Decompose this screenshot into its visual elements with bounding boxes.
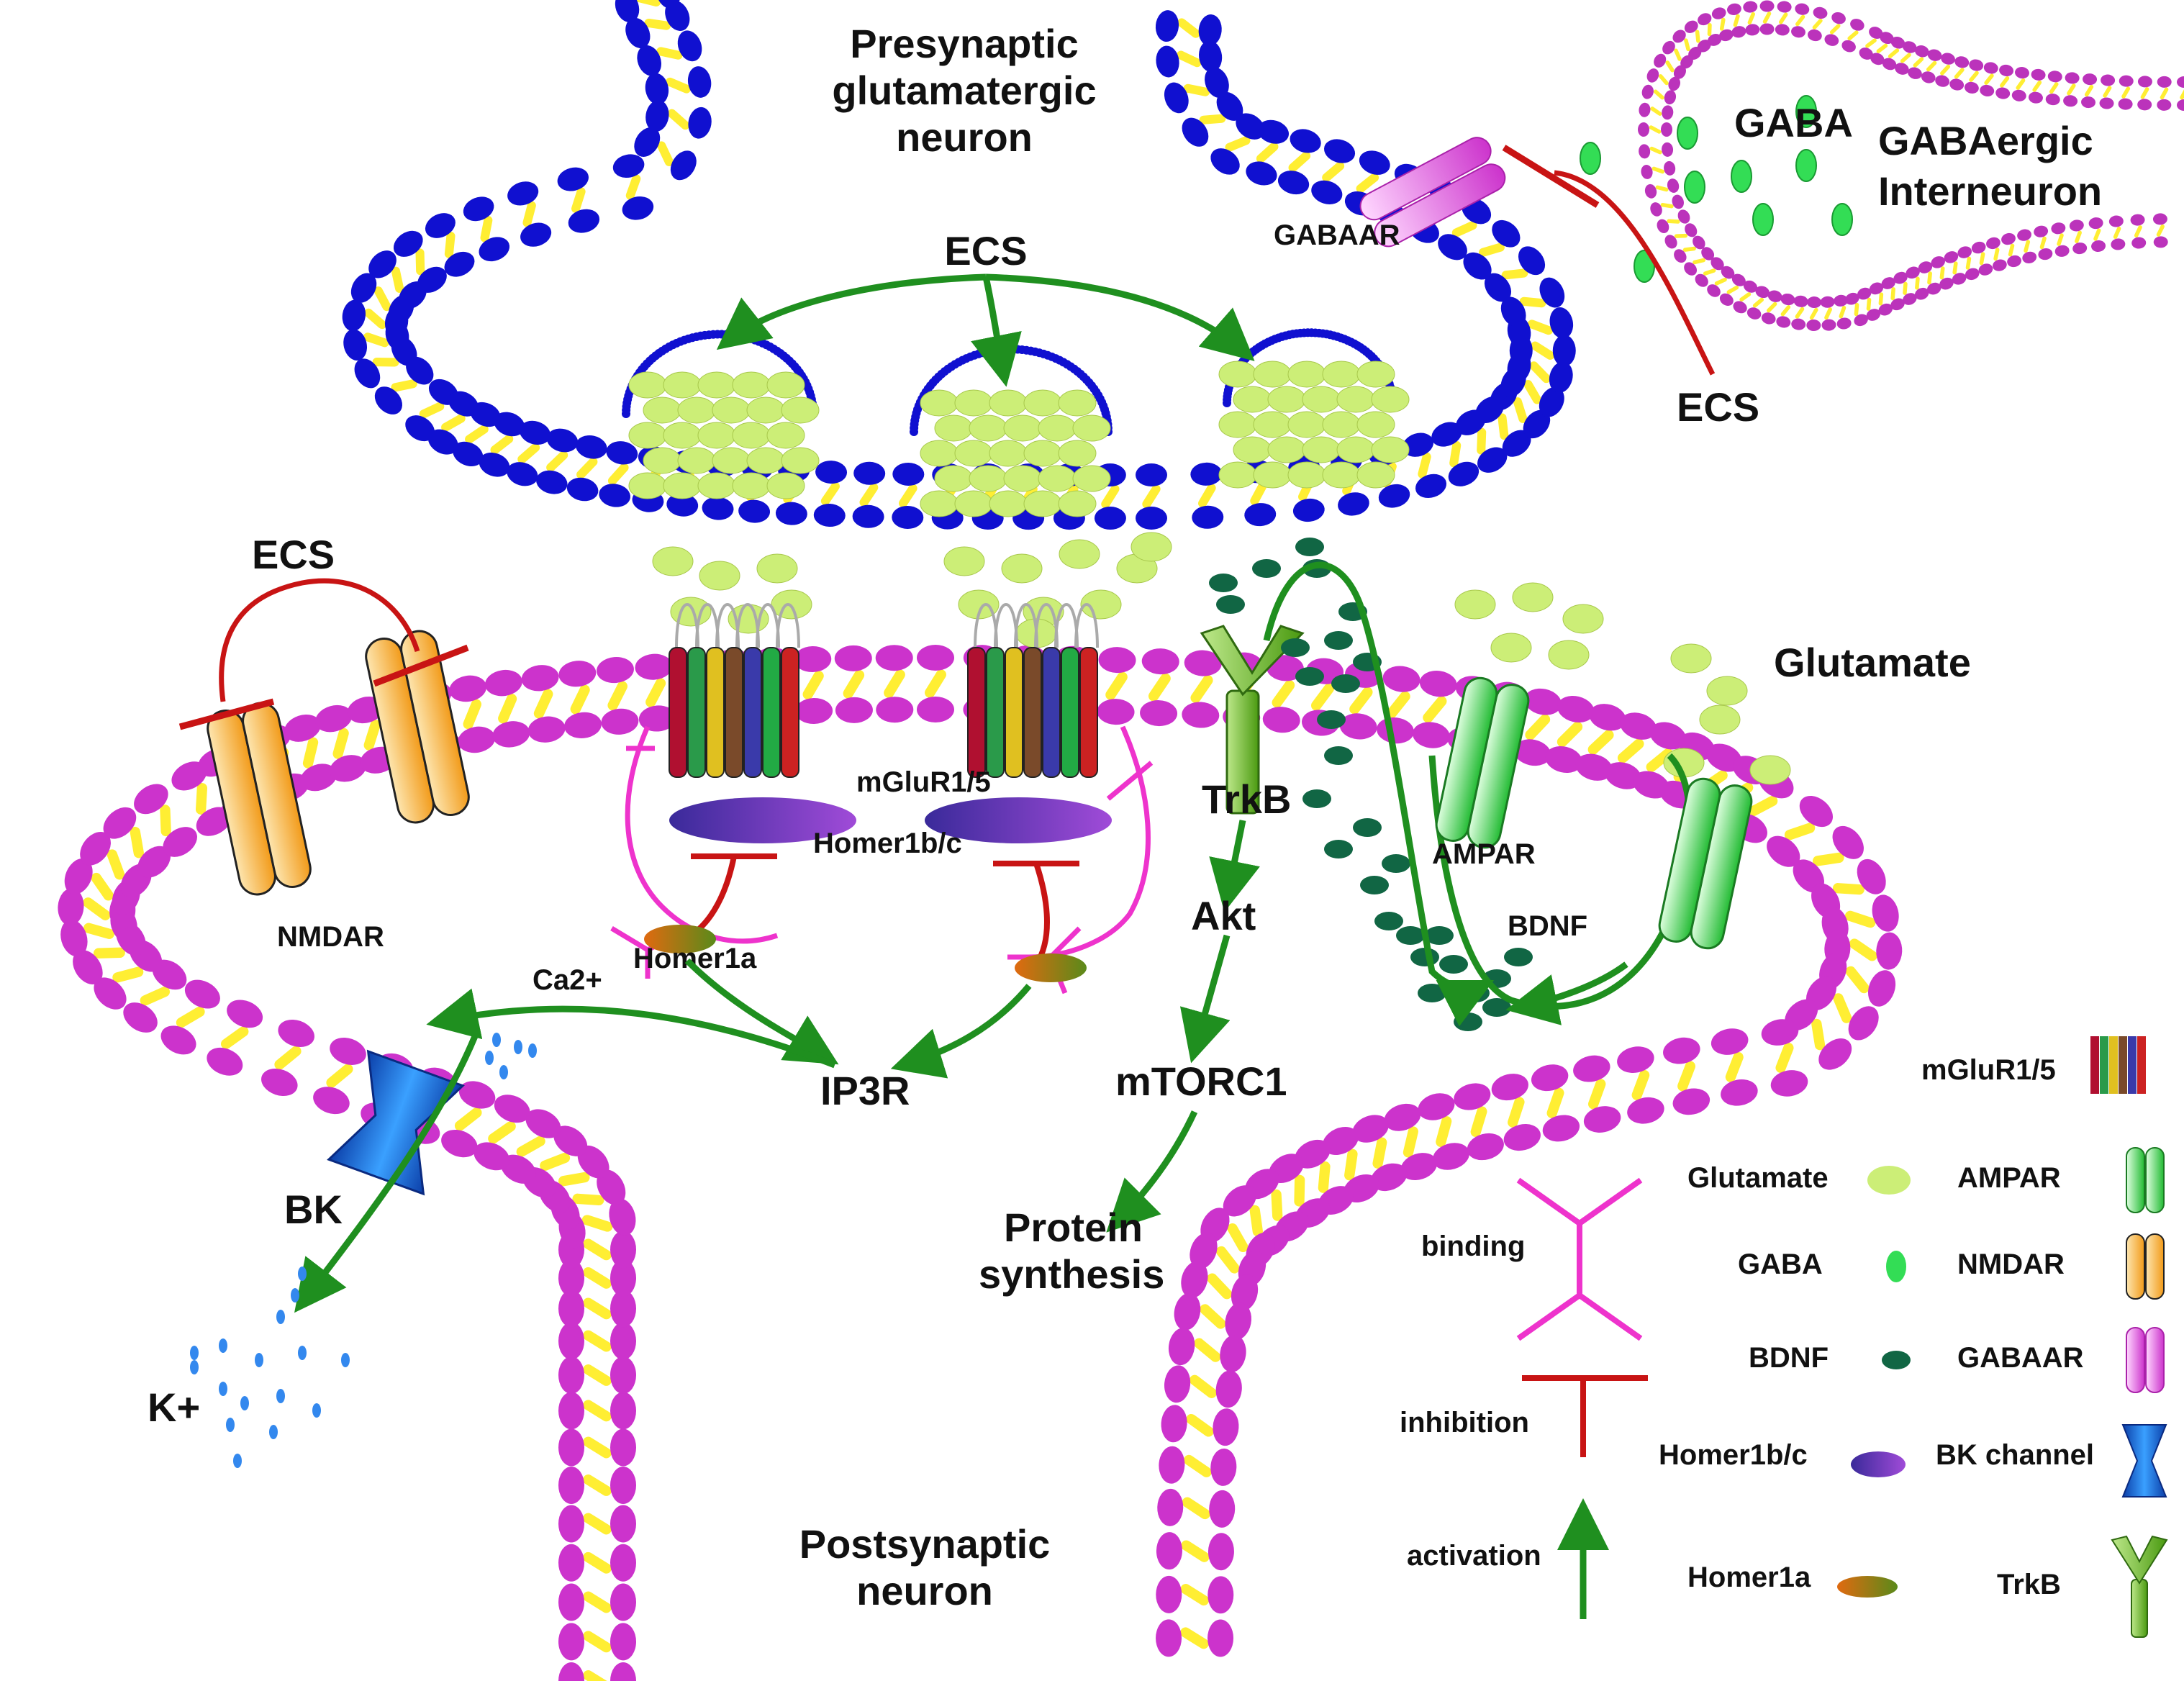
homer1bc-label: Homer1b/c xyxy=(813,828,962,859)
gabaergic-interneuron: GABA GABAergic Interneuron xyxy=(1580,0,2184,332)
mtorc1-label: mTORC1 xyxy=(1115,1059,1287,1104)
potassium-ions xyxy=(190,1033,537,1468)
nmdar-label: NMDAR xyxy=(277,921,384,953)
ecs-top-activation: ECS xyxy=(716,228,1255,387)
legend-ampar-icon xyxy=(2126,1147,2165,1213)
legend-trkb-label: TrkB xyxy=(1997,1569,2061,1600)
legend-gaba-icon xyxy=(1886,1251,1906,1282)
legend-inhibition-label: inhibition xyxy=(1400,1407,1529,1438)
legend-glutamate-icon xyxy=(1867,1166,1911,1195)
ampar-label: AMPAR xyxy=(1432,838,1536,870)
legend-bk-icon xyxy=(2121,1424,2167,1498)
binding-links xyxy=(610,725,1154,994)
legend-binding-label: binding xyxy=(1421,1231,1525,1262)
legend-ampar-label: AMPAR xyxy=(1957,1162,2061,1194)
k-label: K+ xyxy=(148,1385,200,1430)
mglur-label: mGluR1/5 xyxy=(856,766,991,798)
nmdar-receptor: NMDAR ECS xyxy=(178,532,470,953)
homer1a-right xyxy=(1015,953,1087,982)
legend-bdnf-label: BDNF xyxy=(1749,1342,1829,1374)
trkb-receptor xyxy=(1200,625,1305,815)
ca-label: Ca2+ xyxy=(533,964,602,996)
akt-label: Akt xyxy=(1191,893,1256,938)
legend-homer1bc-icon xyxy=(1851,1451,1906,1477)
gabaar-label: GABAAR xyxy=(1274,219,1400,251)
gabaergic-label-1: GABAergic xyxy=(1878,118,2093,163)
legend-nmdar-label: NMDAR xyxy=(1957,1249,2065,1280)
presynaptic-label-3: neuron xyxy=(896,114,1033,160)
gaba-vesicle-label: GABA xyxy=(1734,100,1853,145)
legend-activation-label: activation xyxy=(1407,1540,1541,1572)
postsynaptic-label-1: Postsynaptic xyxy=(799,1521,1051,1567)
legend-inhibition-icon xyxy=(1522,1375,1648,1457)
synaptic-vesicles xyxy=(622,328,1410,517)
legend-nmdar-icon xyxy=(2126,1233,2165,1300)
ecs-top-label: ECS xyxy=(944,228,1027,273)
membranes xyxy=(58,0,1903,1681)
legend-bdnf-icon xyxy=(1882,1351,1911,1369)
homer1a-left xyxy=(644,925,716,953)
legend-mglur-label: mGluR1/5 xyxy=(1921,1054,2056,1086)
gabaergic-label-2: Interneuron xyxy=(1878,168,2102,214)
ecs-right-label: ECS xyxy=(1677,384,1759,430)
ampar-receptor xyxy=(1435,676,1753,950)
released-glutamate xyxy=(652,532,1791,785)
legend-homer1a-label: Homer1a xyxy=(1687,1562,1811,1593)
gabaar-receptor: GABAAR ECS xyxy=(1274,137,1759,430)
legend-gabaar-label: GABAAR xyxy=(1957,1342,2084,1374)
legend-trkb-icon xyxy=(2111,1535,2168,1638)
bdnf-label: BDNF xyxy=(1508,910,1587,942)
ecs-left-label: ECS xyxy=(252,532,335,577)
mglur-receptor-left xyxy=(669,603,800,778)
homer1bc-right xyxy=(925,797,1112,843)
homer1bc-left xyxy=(669,797,856,843)
legend-glutamate-label: Glutamate xyxy=(1687,1162,1829,1194)
presynaptic-label-1: Presynaptic xyxy=(850,21,1079,66)
ip3r-label: IP3R xyxy=(820,1068,910,1113)
legend-mglur-icon xyxy=(2090,1036,2146,1094)
legend-homer1bc-label: Homer1b/c xyxy=(1659,1439,1808,1471)
protein-label-1: Protein xyxy=(1004,1205,1143,1250)
trkb-signaling xyxy=(1106,820,1260,1233)
legend: mGluR1/5 Glutamate AMPAR GABA NMDAR BDNF… xyxy=(1400,1036,2168,1638)
legend-homer1a-icon xyxy=(1837,1576,1898,1598)
bk-channel xyxy=(327,1049,465,1196)
k-efflux-arrow xyxy=(294,1035,479,1313)
mglur-receptor-right xyxy=(967,603,1099,778)
glutamate-label: Glutamate xyxy=(1774,640,1971,685)
bk-label: BK xyxy=(284,1187,343,1232)
legend-binding-icon xyxy=(1516,1177,1643,1341)
protein-label-2: synthesis xyxy=(979,1251,1164,1297)
legend-gabaar-icon xyxy=(2126,1327,2165,1393)
legend-bk-label: BK channel xyxy=(1936,1439,2094,1471)
legend-gaba-label: GABA xyxy=(1738,1249,1823,1280)
bdnf-molecules xyxy=(1209,538,1533,1031)
ip3r-activation xyxy=(426,958,1032,1079)
postsynaptic-label-2: neuron xyxy=(856,1568,993,1613)
trkb-label: TrkB xyxy=(1202,776,1292,822)
presynaptic-label-2: glutamatergic xyxy=(832,68,1096,113)
